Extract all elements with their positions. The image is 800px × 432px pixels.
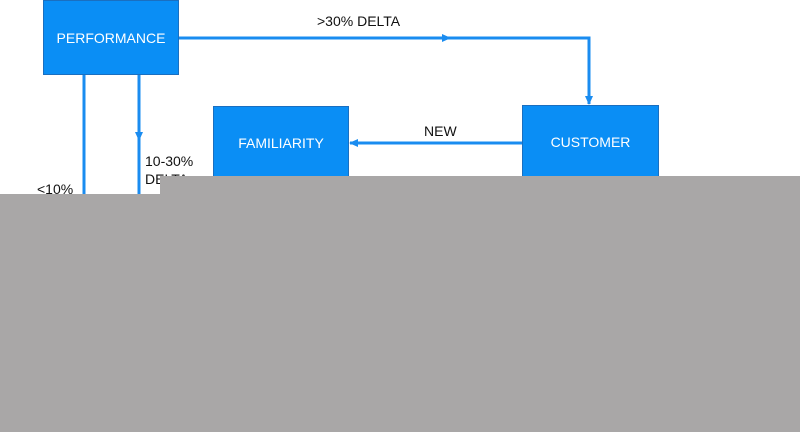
occluding-overlay-top-edge <box>160 176 800 196</box>
label-10-30-line1: 10-30% <box>145 153 194 169</box>
node-customer-label: CUSTOMER <box>550 134 631 150</box>
label-new: NEW <box>424 123 457 139</box>
label-greater-30-delta: >30% DELTA <box>317 13 401 29</box>
node-performance: PERFORMANCE <box>43 0 179 75</box>
node-familiarity: FAMILIARITY <box>213 106 349 179</box>
node-customer: CUSTOMER <box>522 105 659 179</box>
node-performance-label: PERFORMANCE <box>56 29 166 46</box>
node-familiarity-label: FAMILIARITY <box>238 134 324 151</box>
edge-perf-to-customer <box>179 36 593 105</box>
label-less-10: <10% <box>37 181 74 197</box>
occluding-overlay <box>0 194 800 432</box>
